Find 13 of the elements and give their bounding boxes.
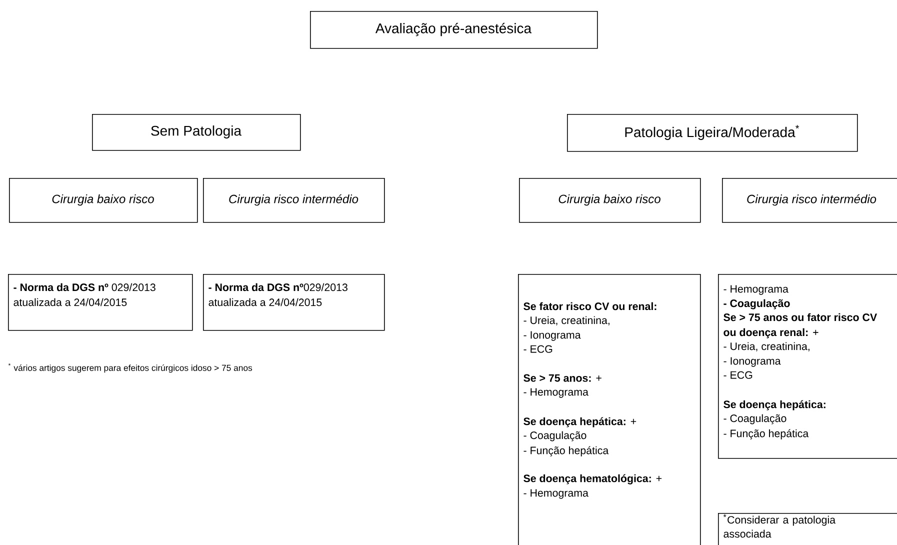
box: Cirurgia risco intermédio (722, 178, 897, 223)
box: Patologia Ligeira/Moderada$^{*}$ (567, 114, 858, 152)
box: - Norma da DGS nº029/2013 atualizada a 24/04/2015 (203, 274, 385, 331)
box: Cirurgia baixo risco (9, 178, 198, 223)
footnote: $^{*}$ vários artigos sugerem para efeitos cirúrgicos idoso > 75 anos (8, 363, 252, 373)
box: Se fator risco CV ou renal: - Ureia, creatinina, - Ionograma - ECG Se > 75 anos: + - Hemograma Se doença hepática: + - Coagulação - Função hepática Se doença hematológica: + - Hemograma (518, 274, 701, 545)
box: Sem Patologia (92, 114, 301, 151)
box: - Norma da DGS nº 029/2013 atualizada a 24/04/2015 (8, 274, 193, 331)
box: $^{*}$Considerar a patologia associada (718, 513, 897, 545)
box: - Hemograma - Coagulação Se > 75 anos ou fator risco CV ou doença renal: + - Ureia, creatinina, - Ionograma - ECG Se doença hepática: - Coagulação - Função hepática (718, 274, 897, 459)
box: Avaliação pré-anestésica (310, 11, 598, 49)
box: Cirurgia baixo risco (519, 178, 701, 223)
box: Cirurgia risco intermédio (203, 178, 385, 223)
